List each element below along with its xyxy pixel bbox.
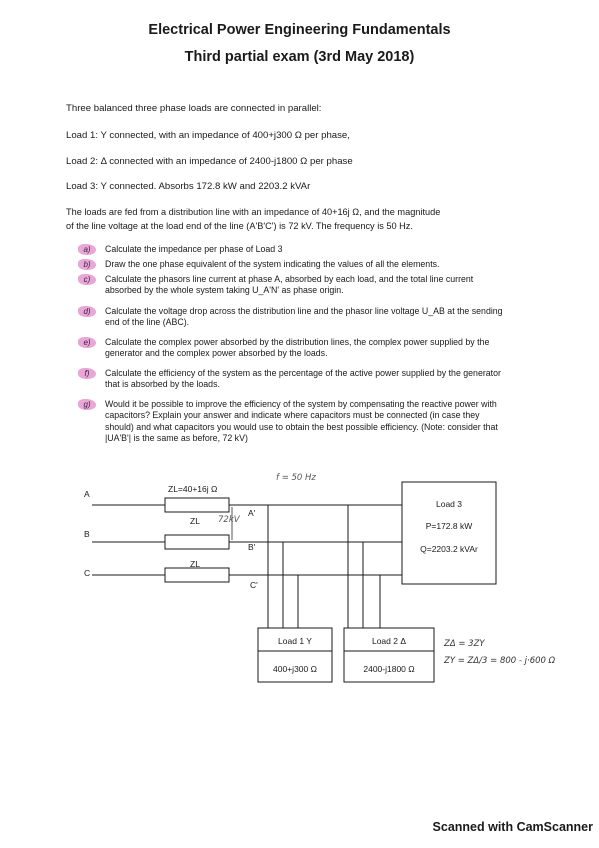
load1-name: Load 1 Y: [278, 636, 312, 646]
load2-description: Load 2: Δ connected with an impedance of…: [66, 156, 353, 167]
load1-box: [257, 627, 333, 683]
load2-name: Load 2 Δ: [372, 636, 406, 646]
feed-line-1: The loads are fed from a distribution li…: [66, 207, 441, 217]
question-text: Would it be possible to improve the effi…: [105, 399, 498, 444]
question-mark-a: a): [78, 244, 96, 255]
load3-description: Load 3: Y connected. Absorbs 172.8 kW an…: [66, 181, 311, 192]
load1-description: Load 1: Y connected, with an impedance o…: [66, 130, 350, 141]
question-text: Calculate the phasors line current at ph…: [105, 274, 474, 296]
node-c-label: C: [84, 568, 90, 578]
question-text: Calculate the impedance per phase of Loa…: [105, 244, 283, 254]
node-a-label: A: [84, 489, 90, 499]
frequency-note: f = 50 Hz: [276, 473, 316, 483]
scanner-watermark: Scanned with CamScanner: [432, 820, 593, 834]
load1-impedance: 400+j300 Ω: [273, 664, 317, 674]
question-mark-b: b): [78, 259, 96, 270]
question-mark-g: g): [78, 399, 96, 410]
question-mark-c: c): [78, 274, 96, 285]
page-subtitle: Third partial exam (3rd May 2018): [184, 49, 415, 65]
question-mark-e: e): [78, 337, 96, 348]
voltage-note: 72kV: [218, 515, 241, 525]
feed-line-2: of the line voltage at the load end of t…: [66, 221, 413, 231]
load2-impedance: 2400-j1800 Ω: [363, 664, 414, 674]
node-b-prime-label: B': [248, 542, 256, 552]
node-c-prime-label: C': [250, 580, 258, 590]
zl-phase-c: [164, 567, 230, 583]
load3-power: P=172.8 kW: [426, 521, 473, 531]
zl-label: ZL: [190, 516, 200, 526]
handwritten-note-1: ZΔ = 3ZY: [443, 639, 485, 649]
question-text: Draw the one phase equivalent of the sys…: [105, 259, 440, 269]
load2-box: [343, 627, 435, 683]
zl-label: ZL: [190, 559, 200, 569]
page-title: Electrical Power Engineering Fundamental…: [148, 22, 451, 38]
load3-box: [401, 481, 497, 585]
question-text: Calculate the voltage drop across the di…: [105, 306, 503, 328]
question-mark-d: d): [78, 306, 96, 317]
node-a-prime-label: A': [248, 508, 256, 518]
zl-phase-b: [164, 534, 230, 550]
load3-reactive: Q=2203.2 kVAr: [420, 544, 478, 554]
question-text: Calculate the complex power absorbed by …: [105, 337, 490, 359]
node-b-label: B: [84, 529, 90, 539]
zl-phase-a: [164, 497, 230, 513]
question-mark-f: f): [78, 368, 96, 379]
zl-value-label: ZL=40+16j Ω: [168, 484, 217, 494]
handwritten-note-2: ZY = ZΔ/3 = 800 - j·600 Ω: [443, 656, 556, 666]
intro-line: Three balanced three phase loads are con…: [66, 103, 322, 114]
load3-name: Load 3: [436, 499, 462, 509]
question-text: Calculate the efficiency of the system a…: [105, 368, 501, 390]
